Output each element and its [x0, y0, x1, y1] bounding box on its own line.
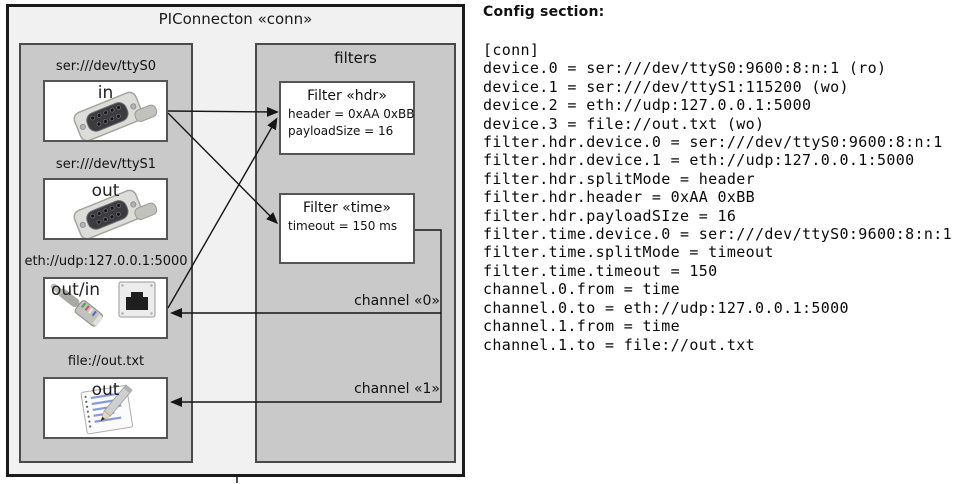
filter-attribute: timeout = 150 ms — [288, 219, 398, 233]
config-line: filter.hdr.splitMode = header — [483, 169, 756, 188]
filter-title: Filter «hdr» — [307, 88, 387, 104]
filter-attribute: header = 0xAA 0xBB — [288, 107, 415, 121]
device-label-eth: eth://udp:127.0.0.1:5000 — [24, 254, 188, 269]
channel-0-label: channel «0» — [354, 293, 440, 309]
piconnecton-diagram: PIConnecton «conn» filters ser:///dev/tt… — [0, 0, 470, 484]
config-line: filter.time.splitMode = timeout — [483, 243, 774, 262]
config-line: channel.0.from = time — [483, 280, 680, 299]
device-direction: out — [91, 181, 120, 201]
serial-connector-icon — [73, 91, 158, 140]
config-line: device.2 = eth://udp:127.0.0.1:5000 — [483, 96, 812, 115]
diagram-title: PIConnecton «conn» — [158, 10, 313, 28]
filter-attribute: payloadSize = 16 — [288, 124, 394, 138]
config-line: channel.1.from = time — [483, 317, 680, 336]
config-line: filter.time.timeout = 150 — [483, 261, 718, 280]
device-label-file: file://out.txt — [67, 354, 145, 369]
filter-box-time: Filter «time» timeout = 150 ms — [279, 193, 415, 264]
document-icon — [80, 384, 134, 435]
config-line: device.3 = file://out.txt (wo) — [483, 114, 765, 133]
config-line: filter.hdr.device.0 = ser:///dev/ttyS0:9… — [483, 133, 943, 152]
config-line: filter.hdr.header = 0xAA 0xBB — [483, 188, 756, 207]
config-body: [conn]device.0 = ser:///dev/ttyS0:9600:8… — [483, 41, 952, 354]
config-line: device.1 = ser:///dev/ttyS1:115200 (wo) — [483, 77, 849, 96]
device-box-ttys0: in — [43, 80, 168, 142]
config-section: Config section: [conn]device.0 = ser:///… — [483, 4, 952, 354]
device-direction: out — [91, 380, 120, 400]
serial-connector-icon — [73, 189, 158, 238]
config-line: [conn] — [483, 41, 540, 59]
channel-1-label: channel «1» — [354, 381, 440, 397]
ethernet-connector-icon — [50, 281, 156, 327]
device-box-ttys1: out — [43, 178, 168, 240]
config-line: channel.1.to = file://out.txt — [483, 335, 756, 354]
device-label-ttys1: ser:///dev/ttyS1 — [55, 157, 157, 172]
device-box-eth: out/in — [43, 277, 168, 339]
filter-box-hdr: Filter «hdr» header = 0xAA 0xBB payloadS… — [279, 81, 415, 155]
config-line: channel.0.to = eth://udp:127.0.0.1:5000 — [483, 298, 849, 317]
config-line: filter.hdr.payloadSIze = 16 — [483, 206, 737, 225]
filter-title: Filter «time» — [303, 200, 391, 216]
config-line: filter.hdr.device.1 = eth://udp:127.0.0.… — [483, 151, 915, 170]
filters-panel-title: filters — [334, 49, 377, 67]
device-direction: in — [97, 83, 114, 103]
config-heading: Config section: — [483, 4, 605, 20]
device-label-ttys0: ser:///dev/ttyS0 — [55, 59, 157, 74]
device-direction: out/in — [51, 280, 101, 300]
config-line: device.0 = ser:///dev/ttyS0:9600:8:n:1 (… — [483, 59, 887, 78]
config-line: filter.time.device.0 = ser:///dev/ttyS0:… — [483, 225, 953, 244]
device-box-file: out — [43, 377, 168, 439]
